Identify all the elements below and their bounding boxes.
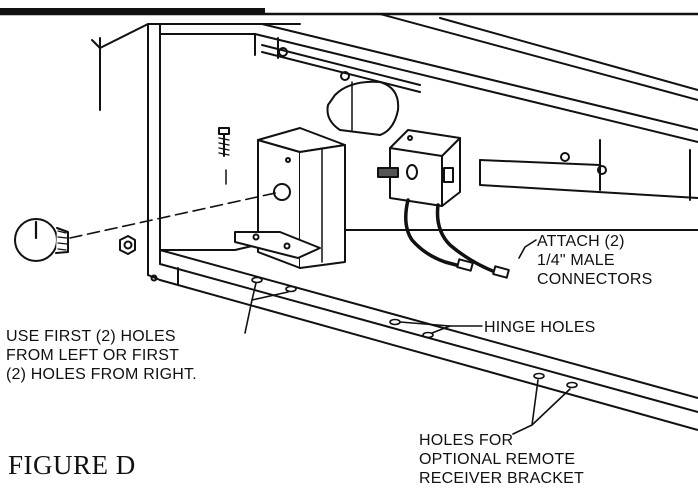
- remote-bracket-callout: HOLES FOR OPTIONAL REMOTE RECEIVER BRACK…: [419, 431, 584, 488]
- callout-line: RECEIVER BRACKET: [419, 470, 585, 487]
- control-knob-icon: [14, 218, 69, 262]
- rail-hole: [533, 372, 545, 380]
- rail-holes: [251, 276, 578, 389]
- rail-hole: [389, 318, 401, 326]
- nut-icon: [119, 235, 136, 255]
- callout-line: HINGE HOLES: [484, 319, 596, 336]
- attach-connectors-callout: ATTACH (2) 1/4" MALE CONNECTORS: [537, 232, 653, 289]
- callout-line: CONNECTORS: [537, 271, 653, 288]
- callout-line: HOLES FOR: [419, 432, 514, 449]
- callout-line: OPTIONAL REMOTE: [419, 451, 576, 468]
- rail-hole: [251, 276, 263, 284]
- callout-line: ATTACH (2): [537, 233, 625, 250]
- callout-line: (2) HOLES FROM RIGHT.: [6, 366, 197, 383]
- rail-hole: [422, 331, 434, 339]
- header-bar: [0, 8, 265, 14]
- hinge-holes-callout: HINGE HOLES: [484, 318, 596, 337]
- wire-connector-icon: [456, 258, 510, 279]
- rail-hole: [285, 285, 297, 293]
- figure-caption: FIGURE D: [8, 450, 136, 480]
- control-switch-icon: [377, 129, 461, 207]
- first-holes-callout: USE FIRST (2) HOLES FROM LEFT OR FIRST (…: [6, 327, 197, 384]
- callout-line: USE FIRST (2) HOLES: [6, 328, 176, 345]
- top-frame: [159, 13, 698, 143]
- callout-line: FROM LEFT OR FIRST: [6, 347, 180, 364]
- switch-wires: [404, 198, 497, 274]
- leader-lines: [244, 239, 571, 435]
- rail-hole: [566, 381, 578, 389]
- mounting-bracket: [234, 127, 346, 269]
- shaft-centerline: [69, 191, 281, 239]
- screw-icon: [218, 127, 230, 185]
- callout-line: 1/4" MALE: [537, 252, 615, 269]
